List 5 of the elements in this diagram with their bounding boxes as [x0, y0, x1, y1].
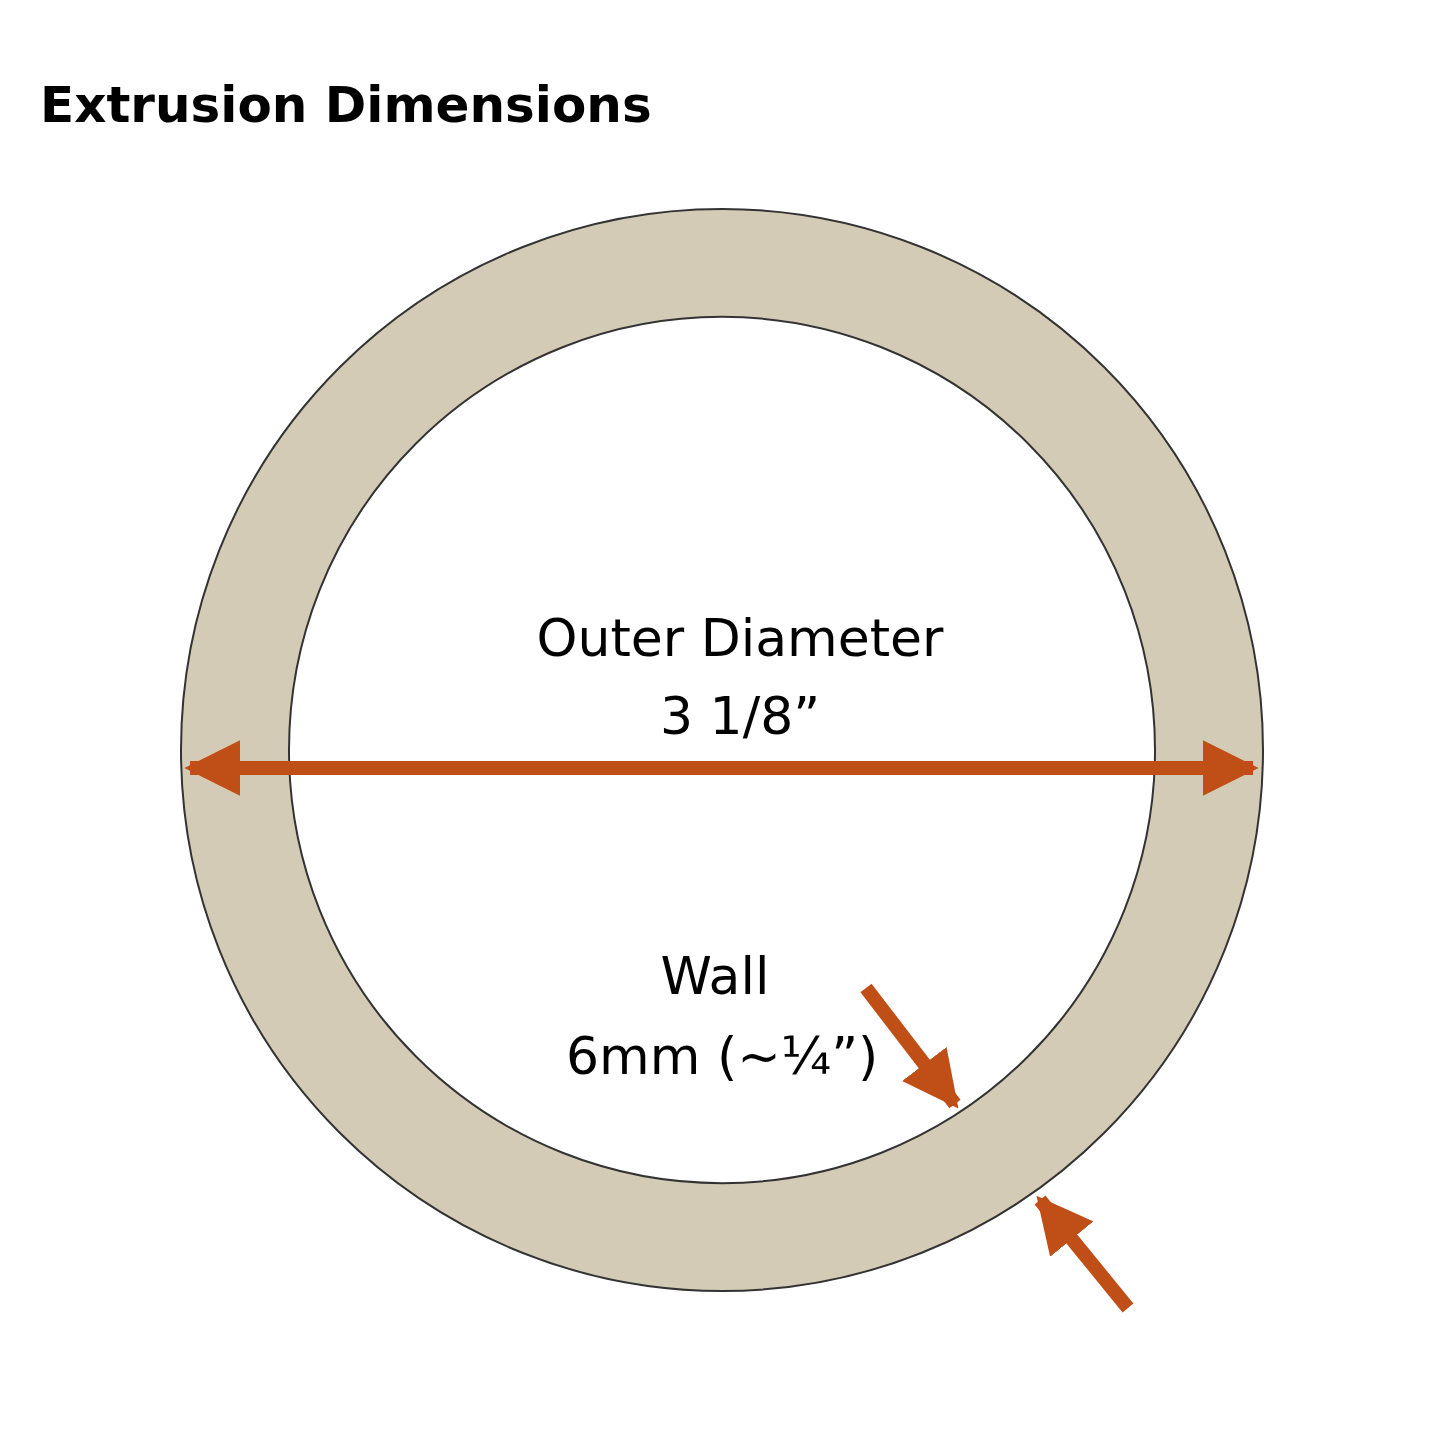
dimension-label: Outer Diameter — [536, 612, 944, 664]
diagram-title: Extrusion Dimensions — [40, 80, 652, 130]
dimension-label: 6mm (~¼”) — [566, 1030, 879, 1082]
dimension-label: Wall — [660, 950, 770, 1002]
dimension-label: 3 1/8” — [660, 690, 821, 742]
